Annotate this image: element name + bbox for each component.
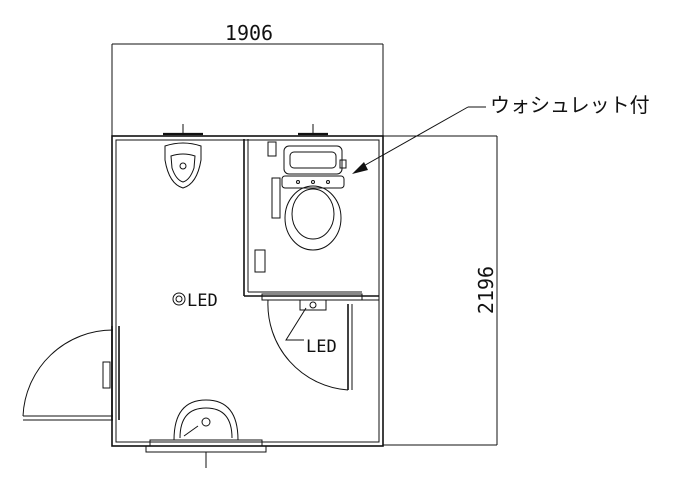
hand-wash-basin: [145, 399, 267, 468]
leader-arrowhead: [352, 162, 368, 174]
paper-holder-icon: [254, 249, 266, 273]
depth-dimension-label: 2196: [474, 266, 498, 314]
entrance-door: [22, 326, 120, 421]
urinal: [163, 124, 203, 189]
washlet-note-label: ウォシュレット付: [490, 93, 650, 117]
toilet-booth-partition: [243, 139, 379, 301]
toilet-led-label: LED: [306, 337, 337, 357]
width-dimension: 1906: [111, 21, 384, 138]
main-led-fixture: LED: [172, 291, 218, 311]
washlet-note: ウォシュレット付: [352, 93, 650, 174]
washlet-toilet: [267, 124, 347, 251]
toilet-door-swing: [267, 299, 353, 391]
depth-dimension: 2196: [383, 135, 498, 446]
width-dimension-label: 1906: [225, 21, 273, 45]
main-led-label: LED: [187, 291, 218, 311]
toilet-led-fixture: LED: [285, 299, 337, 357]
